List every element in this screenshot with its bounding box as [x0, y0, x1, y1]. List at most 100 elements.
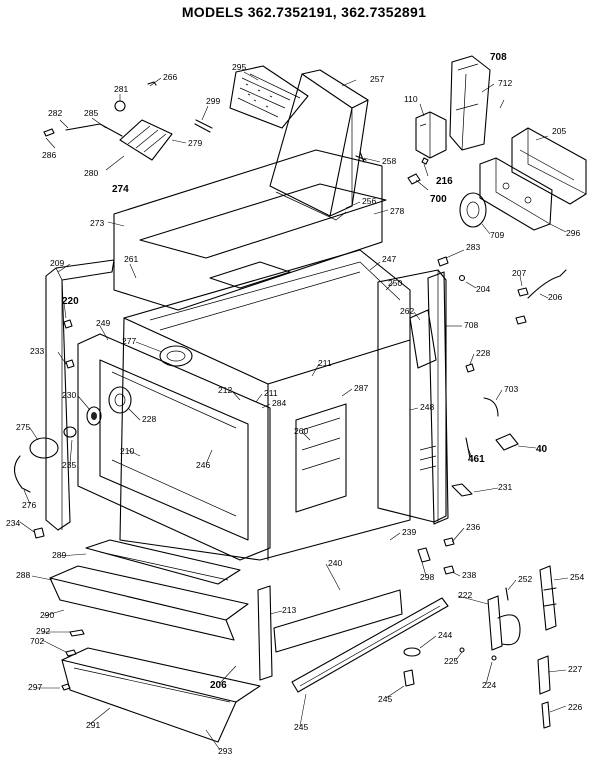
callout-230: 230 — [62, 390, 76, 400]
part-bottom-drawer — [61, 647, 261, 743]
callout-258: 258 — [382, 156, 396, 166]
callout-261: 261 — [124, 254, 138, 264]
part-lower-left-hardware — [13, 319, 77, 539]
callout-40: 40 — [536, 444, 548, 455]
callout-292: 292 — [36, 626, 50, 636]
callout-240: 240 — [328, 558, 342, 568]
callout-246: 246 — [196, 460, 210, 470]
callout-labels: 266 295 257 708 712 281 299 282 285 286 279 110 205 2… — [6, 52, 584, 756]
callout-278: 278 — [390, 206, 404, 216]
callout-262: 262 — [400, 306, 414, 316]
callout-211: 211 — [318, 358, 332, 368]
part-vent-duct — [269, 69, 369, 221]
callout-227: 227 — [568, 664, 582, 674]
callout-703: 703 — [504, 384, 518, 394]
callout-210: 210 — [120, 446, 134, 456]
part-bracket-top — [449, 55, 491, 151]
part-left-side-frame — [45, 259, 115, 531]
callout-247: 247 — [382, 254, 396, 264]
callout-228b: 228 — [142, 414, 156, 424]
callout-224: 224 — [482, 680, 496, 690]
callout-281: 281 — [114, 84, 128, 94]
callout-205a: 205 — [552, 126, 566, 136]
callout-245b: 245 — [294, 722, 308, 732]
callout-226: 226 — [568, 702, 582, 712]
callout-235: 235 — [62, 460, 76, 470]
callout-708b: 708 — [464, 320, 478, 330]
callout-285: 285 — [84, 108, 98, 118]
part-kick-panels — [273, 589, 449, 693]
callout-250: 250 — [388, 278, 402, 288]
callout-700: 700 — [430, 194, 447, 205]
callout-284: 284 — [272, 398, 286, 408]
part-oven-body — [119, 249, 411, 561]
part-right-hardware — [417, 256, 567, 575]
part-mounting-bracket — [479, 157, 553, 231]
callout-225: 225 — [444, 656, 458, 666]
callout-286: 286 — [42, 150, 56, 160]
callout-299: 299 — [206, 96, 220, 106]
callout-295: 295 — [232, 62, 246, 72]
callout-712: 712 — [498, 78, 512, 88]
callout-213: 213 — [282, 605, 296, 615]
callout-288: 288 — [16, 570, 30, 580]
leader-lines — [19, 71, 569, 751]
part-right-side-panel — [377, 269, 447, 523]
callout-702: 702 — [30, 636, 44, 646]
callout-256: 256 — [362, 196, 376, 206]
callout-291: 291 — [86, 720, 100, 730]
callout-290: 290 — [40, 610, 54, 620]
part-lower-center-bracket — [257, 585, 273, 681]
callout-298: 298 — [420, 572, 434, 582]
callout-244: 244 — [438, 630, 452, 640]
diagram-title: MODELS 362.7352191, 362.7352891 — [181, 4, 427, 20]
callout-231: 231 — [498, 482, 512, 492]
callout-287: 287 — [354, 383, 368, 393]
part-rear-panel — [511, 127, 587, 205]
part-oven-light — [159, 345, 193, 367]
callout-289: 289 — [52, 550, 66, 560]
callout-276: 276 — [22, 500, 36, 510]
part-door-frame — [77, 333, 271, 561]
part-insulation-pad — [229, 65, 309, 129]
part-control-knob — [86, 386, 132, 426]
part-burner-assembly — [43, 100, 173, 161]
callout-206a: 206 — [548, 292, 562, 302]
part-lower-right-hardware — [403, 565, 557, 729]
callout-248: 248 — [420, 402, 434, 412]
callout-211b: 211 — [264, 388, 278, 398]
callout-274: 274 — [112, 184, 129, 195]
callout-212: 212 — [218, 385, 232, 395]
callout-209: 209 — [50, 258, 64, 268]
callout-239: 239 — [402, 527, 416, 537]
part-small-hardware — [147, 81, 429, 185]
part-lower-left-small — [61, 629, 85, 691]
callout-277: 277 — [122, 336, 136, 346]
callout-461: 461 — [468, 454, 485, 465]
callout-252: 252 — [518, 574, 532, 584]
callout-282: 282 — [48, 108, 62, 118]
part-disc — [459, 192, 487, 228]
callout-283: 283 — [466, 242, 480, 252]
callout-273: 273 — [90, 218, 104, 228]
callout-297: 297 — [28, 682, 42, 692]
callout-257: 257 — [370, 74, 384, 84]
part-right-bracket — [409, 271, 449, 525]
callout-207: 207 — [512, 268, 526, 278]
callout-233: 233 — [30, 346, 44, 356]
callout-222: 222 — [458, 590, 472, 600]
callout-280: 280 — [84, 168, 98, 178]
callout-238: 238 — [462, 570, 476, 580]
callout-266: 266 — [163, 72, 177, 82]
callout-275: 275 — [16, 422, 30, 432]
part-switch-box — [415, 111, 447, 159]
part-inner-side-panel — [295, 403, 347, 513]
callout-228a: 228 — [476, 348, 490, 358]
callout-254: 254 — [570, 572, 584, 582]
callout-279: 279 — [188, 138, 202, 148]
callout-249: 249 — [96, 318, 110, 328]
callout-110: 110 — [404, 94, 418, 104]
callout-234: 234 — [6, 518, 20, 528]
part-top-cabinet — [113, 149, 387, 311]
